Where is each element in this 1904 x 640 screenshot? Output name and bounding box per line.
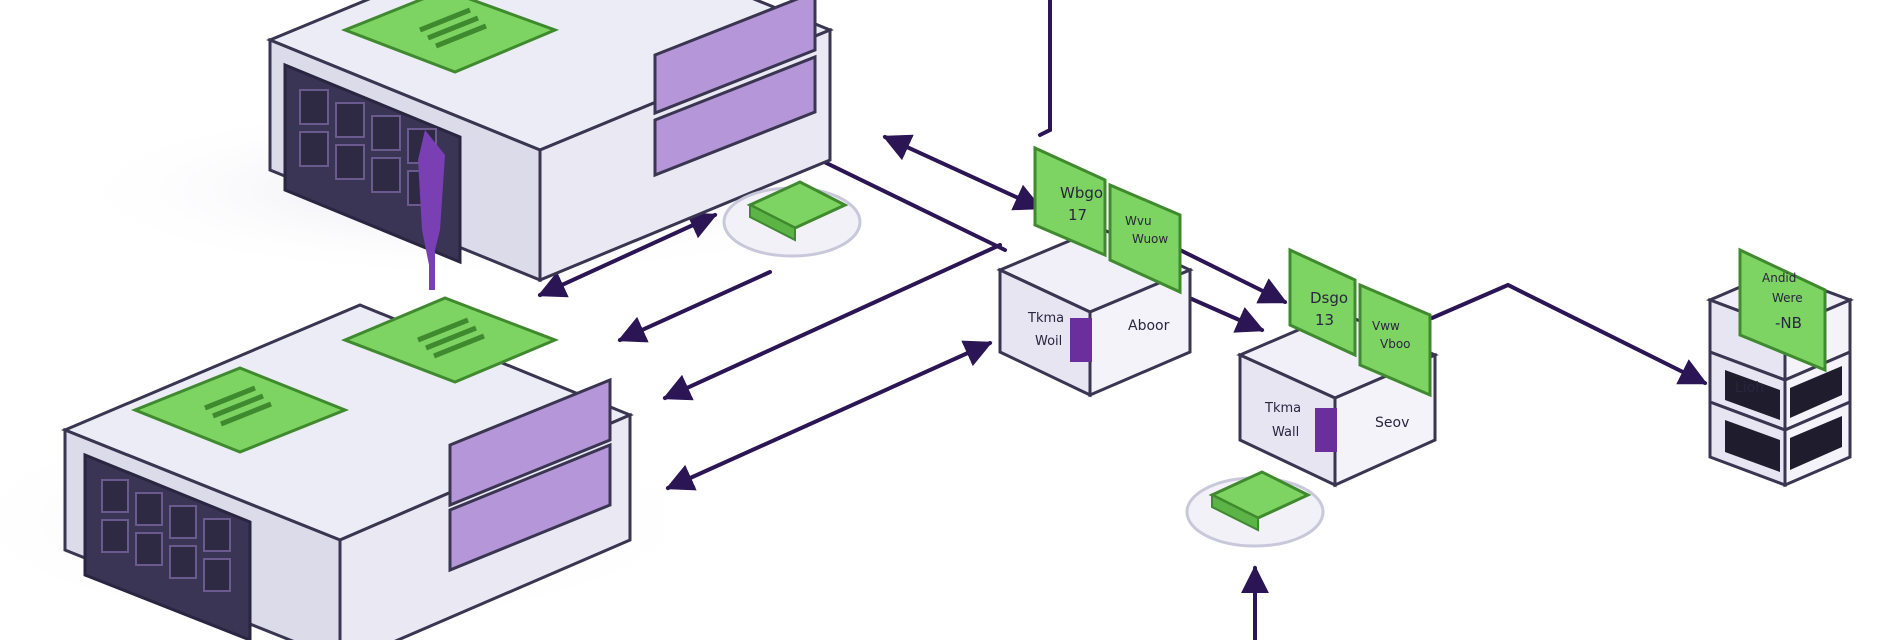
hub-node-a: Wbgo 17 Wvu Wuow Tkma Woil Aboor <box>996 145 1194 398</box>
hub-a-panel-1-line-2: 17 <box>1068 206 1087 224</box>
switch-disk-icon <box>1185 470 1325 548</box>
hub-indicator <box>1070 318 1092 362</box>
hub-a-front-label-1: Tkma <box>1027 311 1064 326</box>
link-arrow <box>617 270 772 343</box>
storage-panel-line-2: Were <box>1772 291 1803 305</box>
server-rack-icon <box>283 62 462 270</box>
hub-b-front-label-2: Wall <box>1272 425 1299 440</box>
menu-lines-icon <box>340 296 560 384</box>
switch-disk-icon <box>722 180 862 258</box>
link-arrow <box>537 212 718 298</box>
menu-lines-icon <box>340 0 560 74</box>
storage-panel-line-3: -NB <box>1775 314 1802 332</box>
hub-a-side-label: Aboor <box>1128 318 1170 334</box>
hub-a-panel-2-line-1: Wvu <box>1125 214 1152 228</box>
menu-lines-icon <box>130 366 350 454</box>
storage-stack: Andid Were -NB Lioh <box>1705 247 1855 488</box>
storage-label: Lioh <box>1735 380 1764 396</box>
hub-node-icon <box>1033 145 1182 295</box>
server-rack-top <box>266 0 834 283</box>
hub-a-front-label-2: Woil <box>1035 334 1062 349</box>
server-rack-bottom <box>61 296 634 640</box>
server-rack-icon <box>83 452 252 640</box>
hub-b-panel-2-line-1: Vww <box>1372 319 1400 333</box>
storage-stack-icon <box>1708 349 1852 488</box>
link-arrow <box>1430 282 1708 385</box>
link-arrow <box>662 243 1002 401</box>
link-arrow <box>1178 248 1288 304</box>
hub-node-b: Dsgo 13 Vww Vboo Tkma Wall Seov <box>1236 247 1439 488</box>
hub-b-side-label: Seov <box>1375 415 1409 431</box>
hub-b-panel-1-line-1: Dsgo <box>1310 289 1348 307</box>
storage-panel-line-1: Andid <box>1762 271 1796 285</box>
hub-a-panel-1-line-1: Wbgo <box>1060 184 1103 202</box>
link-arrow <box>882 134 1043 211</box>
storage-panel <box>1738 247 1827 373</box>
hub-indicator <box>1315 408 1337 452</box>
hub-b-panel-2-line-2: Vboo <box>1380 337 1411 351</box>
hub-b-front-label-1: Tkma <box>1264 401 1301 416</box>
hub-node-icon <box>1288 247 1432 398</box>
hub-a-panel-2-line-2: Wuow <box>1132 232 1168 246</box>
uplink-line <box>1038 0 1052 137</box>
link-arrow <box>665 340 993 491</box>
hub-b-panel-1-line-2: 13 <box>1315 311 1334 329</box>
